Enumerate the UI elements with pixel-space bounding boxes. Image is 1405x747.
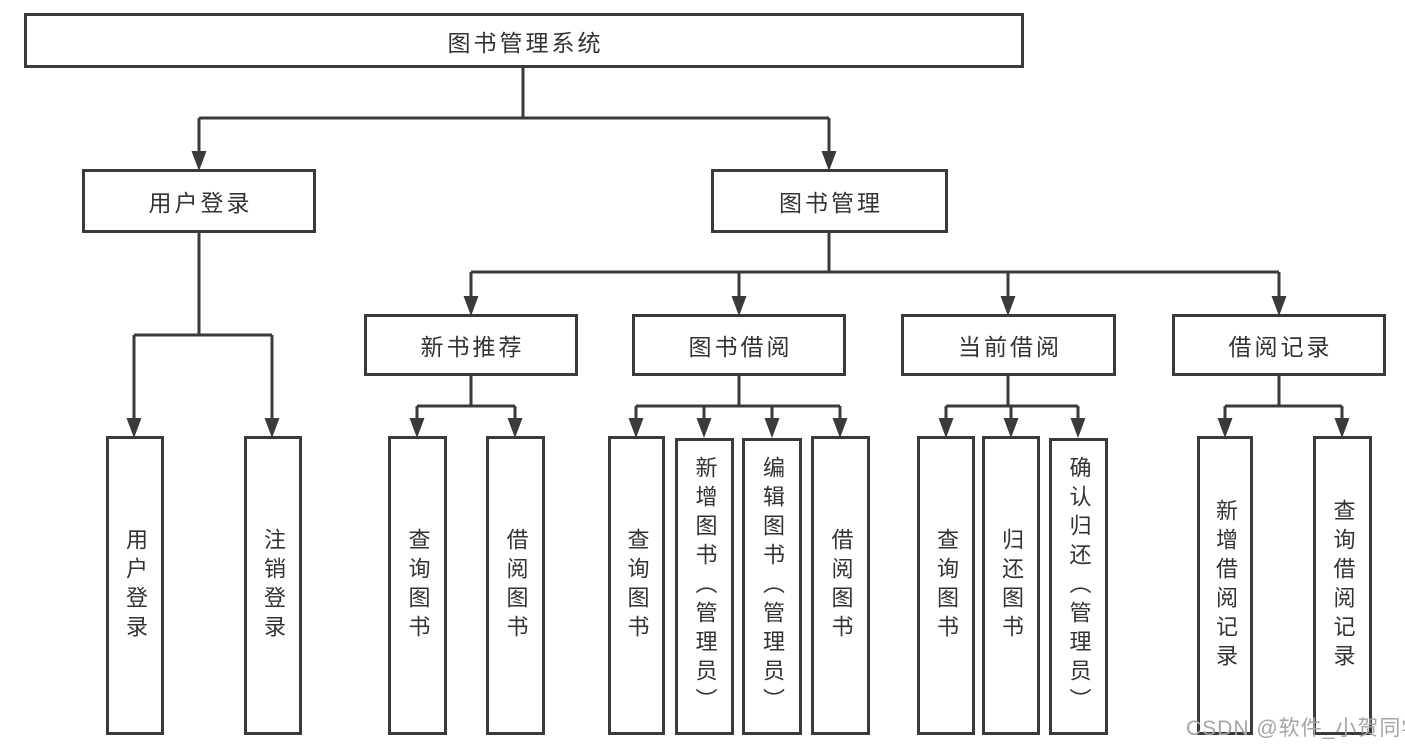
node-label: 当前借阅 bbox=[958, 334, 1062, 360]
node-user-login-leaf: 用户登录 bbox=[106, 436, 164, 735]
node-label: 用户登录 bbox=[123, 527, 148, 644]
node-label: 注销登录 bbox=[261, 527, 286, 644]
node-logout: 注销登录 bbox=[244, 436, 302, 735]
node-add-borrow-record: 新增借阅记录 bbox=[1197, 436, 1253, 735]
node-label: 编辑图书（管理员） bbox=[760, 456, 785, 717]
node-borrow-books: 借阅图书 bbox=[811, 436, 870, 735]
node-label: 借阅记录 bbox=[1228, 334, 1333, 360]
node-add-books-admin: 新增图书（管理员） bbox=[675, 438, 734, 735]
node-label: 查询图书 bbox=[934, 527, 959, 644]
node-label: 确认归还（管理员） bbox=[1066, 456, 1092, 717]
node-current-borrowing: 当前借阅 bbox=[901, 314, 1116, 376]
node-book-borrowing: 图书借阅 bbox=[632, 314, 846, 376]
node-query-books-borrowing: 查询图书 bbox=[608, 436, 665, 735]
node-return-books: 归还图书 bbox=[982, 436, 1040, 735]
node-library-management-system: 图书管理系统 bbox=[24, 13, 1024, 68]
arrowheads bbox=[126, 151, 1350, 438]
node-confirm-return-admin: 确认归还（管理员） bbox=[1049, 438, 1108, 735]
node-query-books-current: 查询图书 bbox=[917, 436, 975, 735]
node-label: 新增图书（管理员） bbox=[692, 456, 718, 717]
node-label: 新书推荐 bbox=[420, 334, 525, 360]
node-label: 新增借阅记录 bbox=[1213, 498, 1238, 673]
node-borrowing-records: 借阅记录 bbox=[1172, 314, 1386, 376]
csdn-watermark: CSDN @软件_小贺同学 bbox=[1186, 717, 1405, 740]
node-label: 借阅图书 bbox=[503, 527, 529, 644]
node-label: 查询图书 bbox=[405, 527, 431, 644]
node-query-borrow-record: 查询借阅记录 bbox=[1313, 436, 1372, 735]
node-label: 查询图书 bbox=[624, 527, 650, 644]
node-new-book-recommendation: 新书推荐 bbox=[364, 314, 578, 376]
node-label: 查询借阅记录 bbox=[1330, 498, 1356, 673]
node-label: 借阅图书 bbox=[828, 527, 854, 644]
node-label: 图书管理 bbox=[779, 190, 883, 216]
node-user-login: 用户登录 bbox=[82, 169, 316, 233]
node-book-management: 图书管理 bbox=[711, 169, 948, 233]
node-query-books-recommend: 查询图书 bbox=[388, 436, 447, 735]
node-label: 图书管理系统 bbox=[447, 29, 604, 56]
node-edit-books-admin: 编辑图书（管理员） bbox=[742, 438, 802, 735]
node-label: 归还图书 bbox=[999, 527, 1024, 644]
node-label: 图书借阅 bbox=[688, 334, 793, 360]
node-label: 用户登录 bbox=[148, 190, 253, 216]
node-borrow-books-recommend: 借阅图书 bbox=[486, 436, 545, 735]
